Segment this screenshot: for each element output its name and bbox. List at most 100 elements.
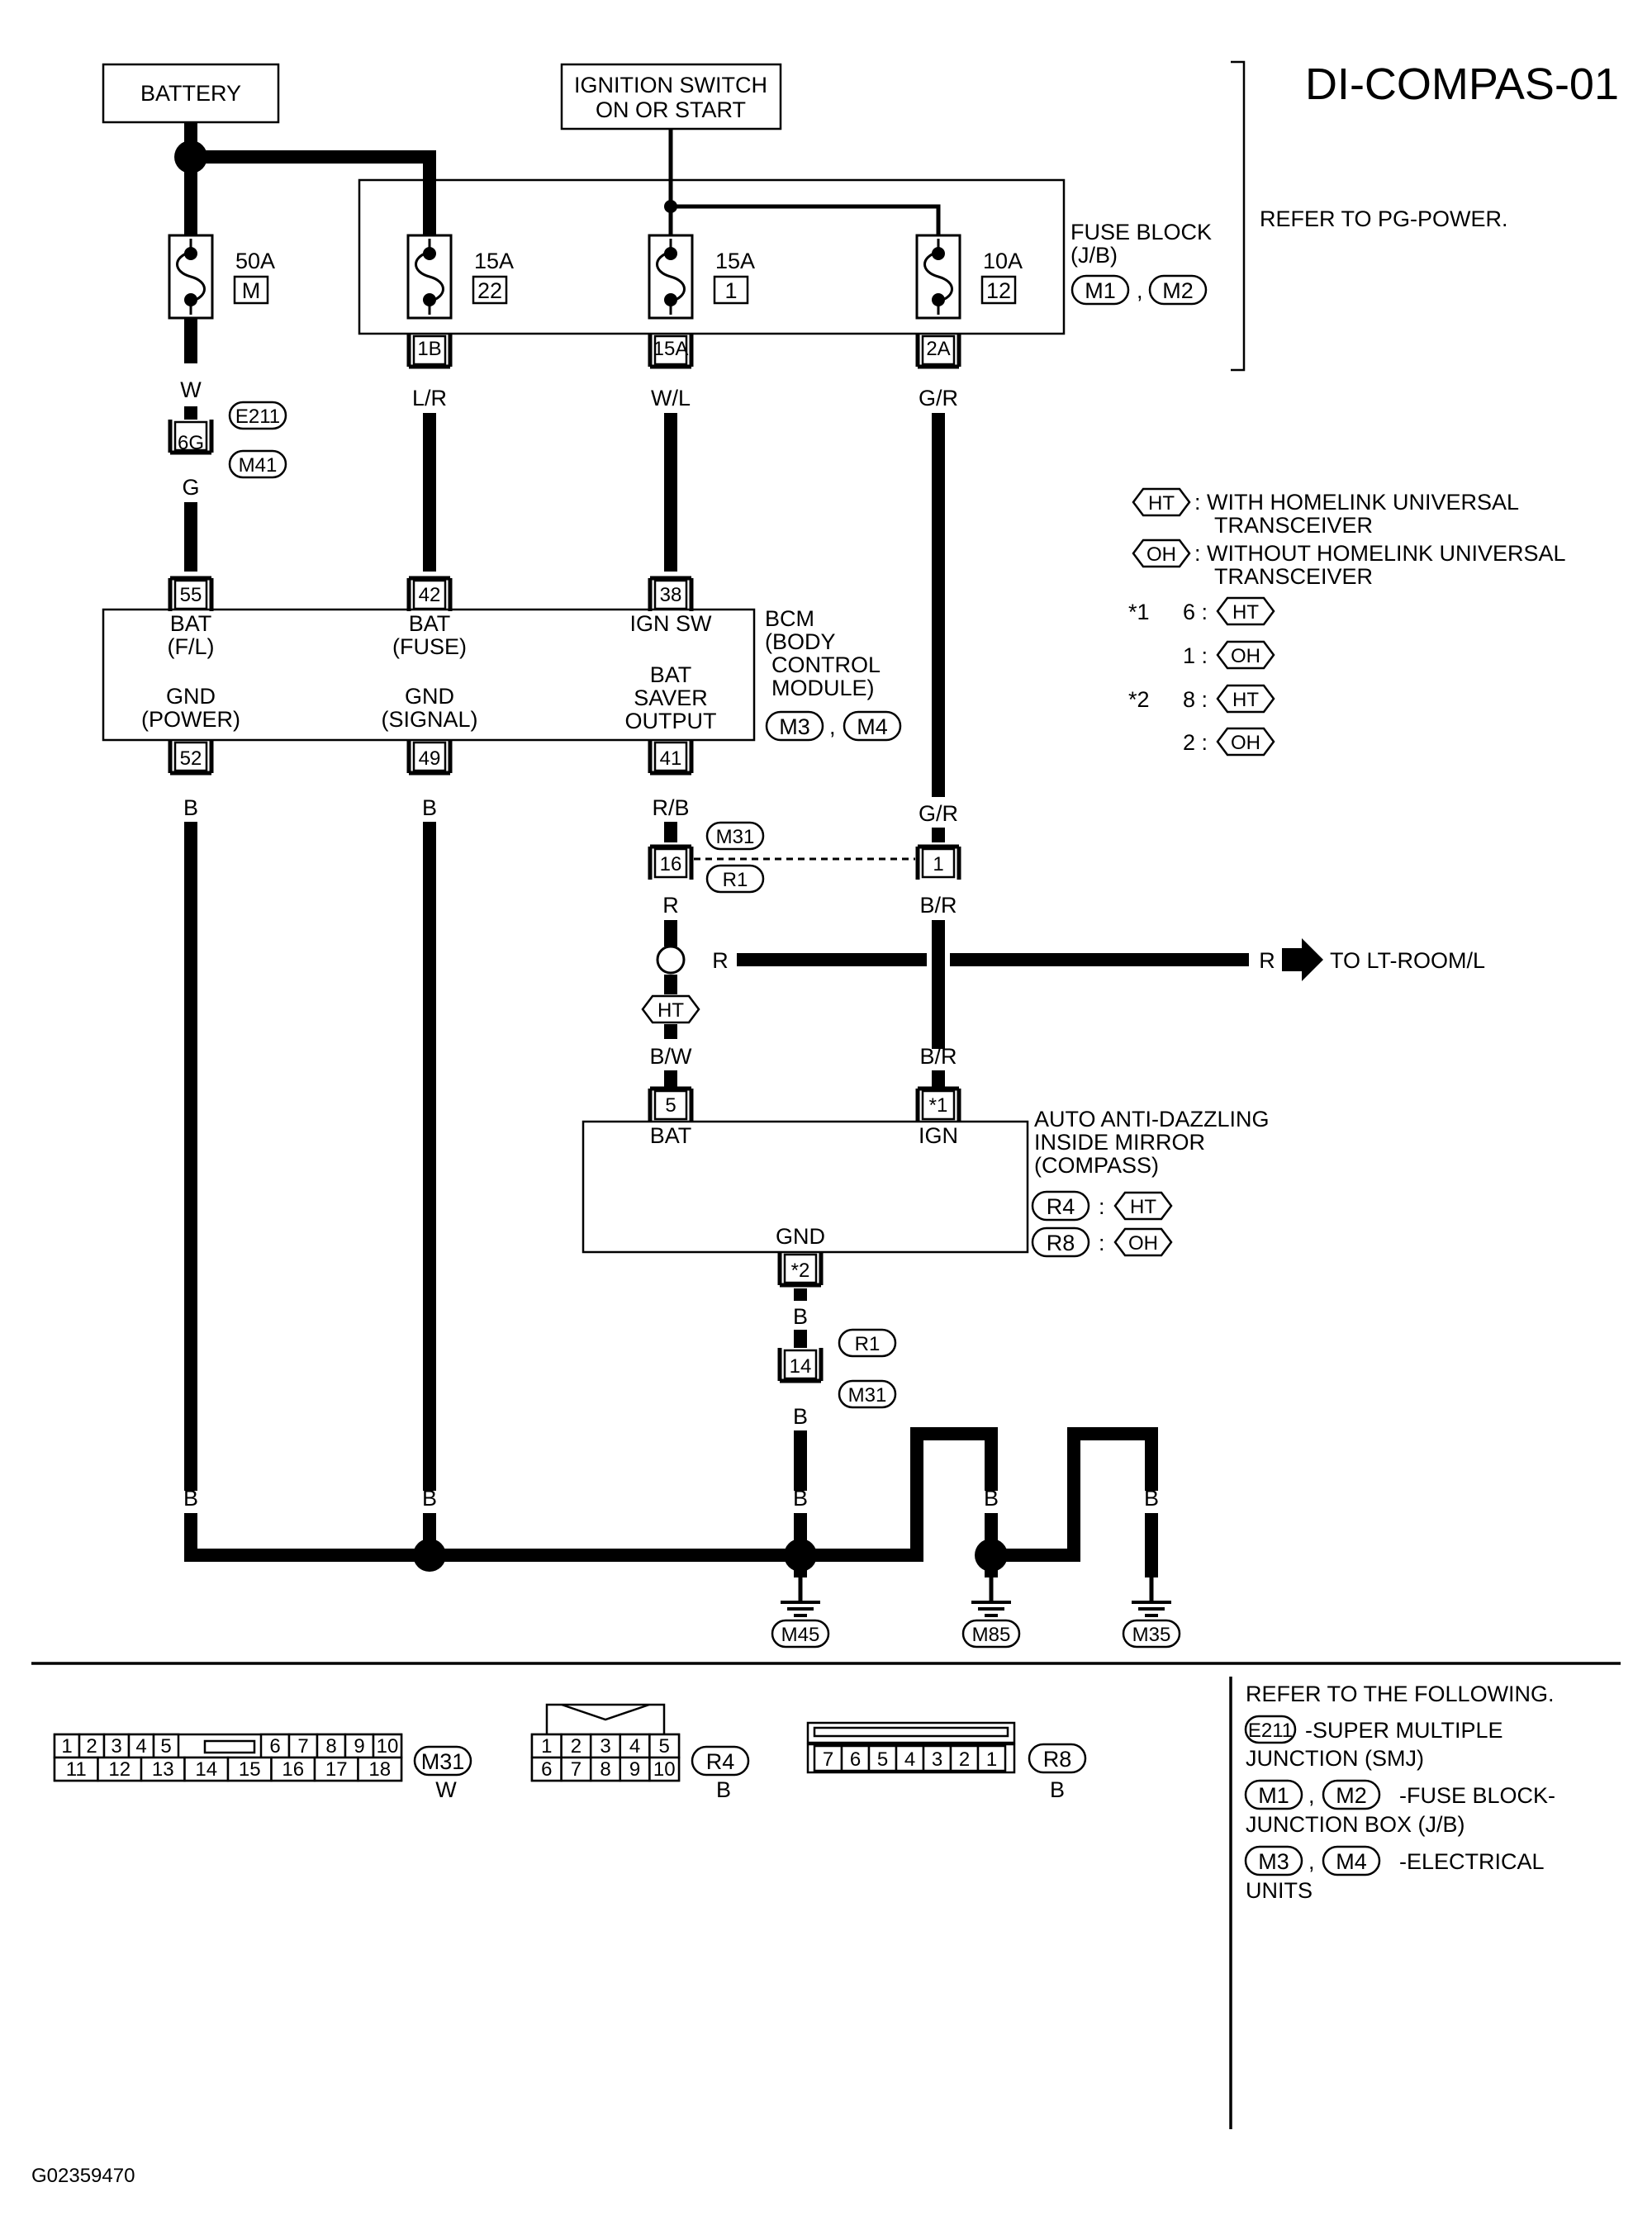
fuse-12-amps: 10A	[983, 249, 1023, 273]
m31-bottom-pin: 15	[239, 1758, 261, 1781]
mirror-name-1: AUTO ANTI-DAZZLING	[1034, 1107, 1270, 1131]
m31-bottom-cell	[140, 1756, 186, 1782]
r8-pin: 3	[932, 1748, 942, 1771]
r4-bottom-pin: 9	[629, 1758, 640, 1781]
wire-color-rb: R/B	[652, 795, 689, 820]
m31-label: M31	[716, 826, 755, 848]
fuse-block-box	[358, 178, 1066, 335]
fuse-block-label-2: (J/B)	[1070, 243, 1118, 268]
refer-m-text-1: -FUSE BLOCK-	[1399, 1783, 1555, 1808]
bcm-gnd-signal-2: (SIGNAL)	[381, 707, 477, 732]
m31-top-pin: 2	[86, 1735, 97, 1758]
wire-color-br: B/R	[919, 893, 957, 918]
legend-s2a-ht	[1216, 684, 1275, 714]
m31-face-name: M31	[421, 1749, 465, 1774]
conn-m1-label: M1	[1085, 278, 1116, 303]
colon: :	[1099, 1194, 1105, 1219]
fuse-block-conn-m1	[1070, 274, 1130, 306]
fuse-22-amps: 15A	[474, 249, 514, 273]
smj-conn-m41	[228, 449, 287, 479]
r1-label: R1	[723, 869, 748, 891]
ht-label: HT	[1232, 601, 1259, 624]
ground-m45: M45	[771, 1577, 830, 1649]
legend-s2b: 2 :	[1183, 730, 1208, 755]
refer-following: REFER TO THE FOLLOWING. E211 -SUPER MULT…	[1244, 1682, 1555, 1903]
ground-joint-pin-14: 14	[790, 1355, 812, 1378]
oh-label: OH	[1146, 543, 1176, 566]
fuse-block-conn-m2	[1148, 274, 1208, 306]
bcm-bat-saver-2: SAVER	[634, 686, 708, 710]
oh-label: OH	[1231, 645, 1260, 667]
wire-color-b: B	[1144, 1486, 1159, 1511]
bcm-pin-41: 41	[660, 747, 682, 770]
fuse-10a-12: 10A 12	[915, 234, 1023, 320]
mirror-r8-oh	[1113, 1227, 1173, 1257]
ht-label: HT	[657, 999, 684, 1022]
joint-conn-r1	[705, 864, 765, 894]
m31-top-pin: 1	[61, 1735, 72, 1758]
refer-m1-tag	[1244, 1779, 1303, 1810]
joint-conn-m31	[705, 821, 765, 851]
option-ht-tag	[641, 994, 700, 1024]
wire-color-b: B	[793, 1486, 808, 1511]
r4-bottom-cell	[589, 1756, 622, 1782]
r4-face-color: B	[716, 1777, 731, 1802]
refer-title: REFER TO THE FOLLOWING.	[1246, 1682, 1555, 1706]
wire-color-br: B/R	[919, 1044, 957, 1069]
bcm-bat-fl-2: (F/L)	[168, 634, 215, 659]
fuse-22-num: 22	[477, 278, 502, 303]
bcm-bat-saver-1: BAT	[650, 662, 692, 687]
bcm-gnd-power-1: GND	[166, 684, 216, 709]
m31-bottom-pin: 13	[152, 1758, 174, 1781]
m31-bottom-pin: 12	[108, 1758, 131, 1781]
r8-face-color: B	[1050, 1777, 1065, 1802]
r8-pin: 1	[986, 1748, 997, 1771]
m31-face-tag	[413, 1745, 472, 1777]
m31-top-pin: 7	[297, 1735, 308, 1758]
mirror-name-2: INSIDE MIRROR	[1034, 1130, 1205, 1155]
bcm-conn-m4	[843, 710, 902, 742]
refer-e211-2: JUNCTION (SMJ)	[1246, 1746, 1424, 1771]
fuse-1-num: 1	[724, 278, 737, 303]
figure-id: G02359470	[31, 2165, 135, 2187]
bcm-name-1: BCM	[765, 606, 814, 631]
r4-bottom-cell	[648, 1756, 681, 1782]
m31-bottom-pin: 14	[195, 1758, 217, 1781]
refer-e211: E211	[1248, 1720, 1293, 1742]
ground-joint-conn-m31	[838, 1379, 897, 1409]
legend-ht-line2: TRANSCEIVER	[1214, 513, 1373, 538]
oh-label: OH	[1128, 1232, 1158, 1255]
refer-e-text-2: UNITS	[1246, 1878, 1313, 1903]
r4-bottom-pin: 6	[541, 1758, 552, 1781]
wire-battery-to-fuse22	[191, 150, 436, 235]
refer-e-text-1: -ELECTRICAL	[1399, 1849, 1545, 1874]
wire-ignition-to-fuse12	[671, 204, 941, 235]
bcm-gnd-signal-1: GND	[405, 684, 454, 709]
bcm-pin-55: 55	[180, 584, 202, 606]
bcm-conn-m3	[765, 710, 824, 742]
refer-m2-tag	[1322, 1779, 1381, 1810]
m3-label: M3	[779, 714, 810, 739]
fuse-50a: 50A M	[168, 234, 275, 320]
fuse-50a-num: M	[242, 278, 261, 303]
legend-s1b-oh	[1216, 640, 1275, 670]
r8-pin: 6	[850, 1748, 861, 1771]
r8-cell	[922, 1744, 952, 1772]
m31-top-pin: 9	[354, 1735, 364, 1758]
r4-top-pin: 3	[600, 1735, 610, 1758]
fuse-50a-amps: 50A	[235, 249, 275, 273]
r8-face-name: R8	[1043, 1747, 1072, 1772]
comma: ,	[1308, 1849, 1315, 1874]
bcm-bat-fl-1: BAT	[170, 611, 212, 636]
ground-loop-2	[991, 1427, 1158, 1562]
r8-pin: 7	[823, 1748, 833, 1771]
legend-star2: *2	[1128, 687, 1150, 712]
legend-s1a-ht	[1216, 596, 1275, 626]
smj-pin-6g: 6G	[178, 432, 204, 454]
term-1b: 1B	[417, 338, 441, 360]
mirror-ign: IGN	[919, 1123, 958, 1148]
r8-pin: 4	[904, 1748, 915, 1771]
r1-label: R1	[855, 1333, 881, 1355]
